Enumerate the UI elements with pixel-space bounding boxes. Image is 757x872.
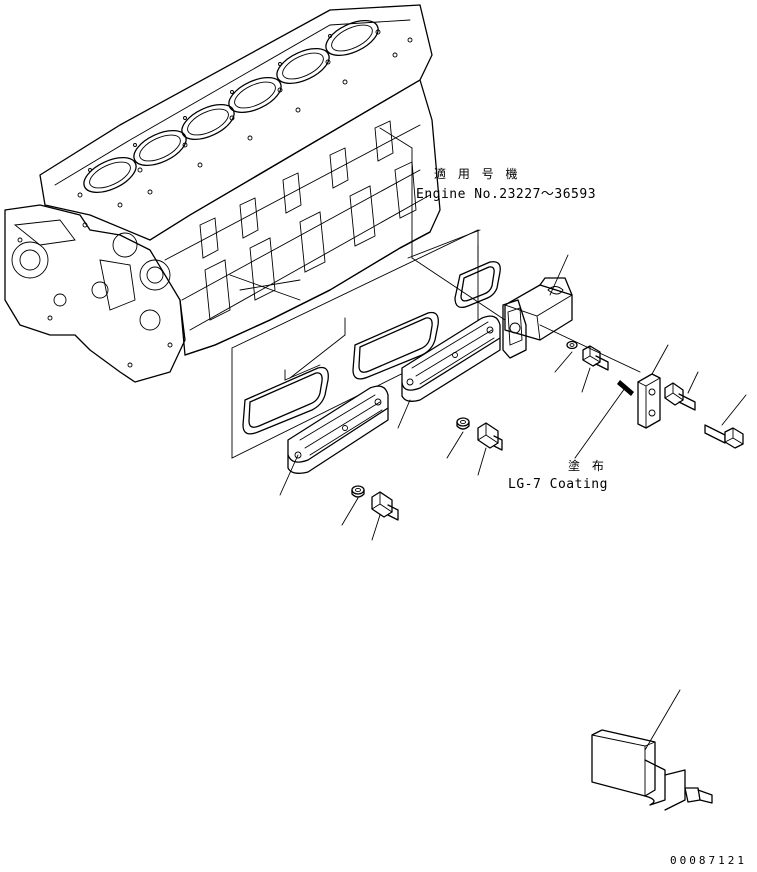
gasket-small [454,244,501,309]
gasket-large-upper [289,311,439,380]
breather-housing [502,254,573,359]
tool-detail [591,689,713,811]
coating-leader [574,387,626,459]
bolt-breather [581,345,609,393]
engine-number-range: Engine No.23227～36593 [416,187,596,202]
side-cover-lower [279,385,389,496]
cover-plate [637,344,669,429]
bolt-cover-short [664,371,699,411]
bolt-middle [477,422,503,476]
washer-breather [554,340,578,373]
coating-marker [617,380,634,396]
coating-label-en: LG-7 Coating [508,477,608,492]
engine-block [4,4,441,383]
side-cover-upper [397,315,501,429]
washer-middle [446,417,470,459]
applicability-label-jp: 適 用 号 機 [434,166,521,181]
washer-lower [341,485,365,526]
bolt-lower [371,491,399,541]
coating-label-jp: 塗 布 [568,458,608,473]
bolt-cover-long [704,394,747,449]
drawing-code: 00087121 [670,854,747,867]
breather-axis-line [539,324,641,373]
